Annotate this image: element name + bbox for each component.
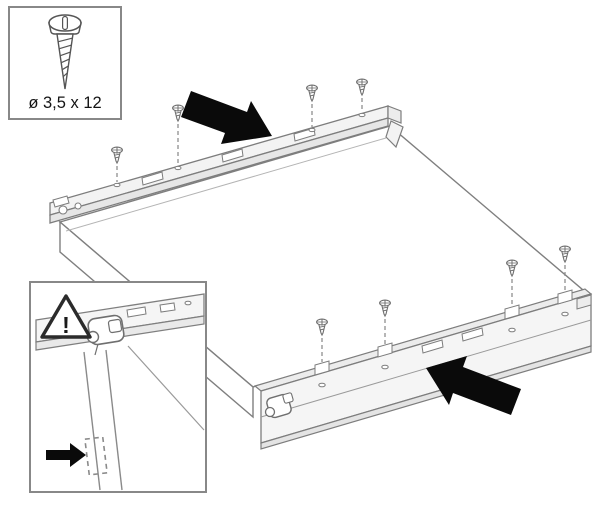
- back-rail-face: [49, 117, 389, 224]
- screw-icon: [306, 84, 318, 102]
- warning-triangle-icon: !: [40, 294, 92, 339]
- detail-latch: [86, 314, 125, 356]
- back-rail-details: [52, 112, 366, 215]
- back-rail-corner-bracket: [385, 105, 404, 149]
- detail-arrow-icon: [46, 443, 86, 467]
- screw-spec-box: ø 3,5 x 12: [8, 6, 122, 120]
- front-rail-details: [318, 294, 592, 388]
- screw-icon: [356, 78, 368, 96]
- install-arrow-back-icon: [181, 91, 272, 144]
- install-arrow-front-icon: [426, 356, 521, 415]
- detail-panel-edge: [83, 345, 205, 491]
- screw-icon: [559, 245, 571, 263]
- screw-spec-label: ø 3,5 x 12: [28, 94, 101, 112]
- detail-inset-box: !: [29, 281, 207, 493]
- back-rail: [49, 105, 404, 224]
- screw-icon: [111, 146, 123, 164]
- front-rail: [253, 288, 593, 450]
- back-mounting-screws: [111, 78, 368, 182]
- front-rail-latch: [264, 392, 294, 419]
- panel-flange-line: [65, 137, 387, 232]
- front-rail-groove: [260, 319, 592, 418]
- screw-icon: [48, 14, 82, 90]
- screw-icon: [172, 104, 184, 122]
- warning-exclamation: !: [62, 312, 70, 338]
- front-mounting-screws: [316, 245, 571, 362]
- front-rail-tabs: [314, 289, 573, 376]
